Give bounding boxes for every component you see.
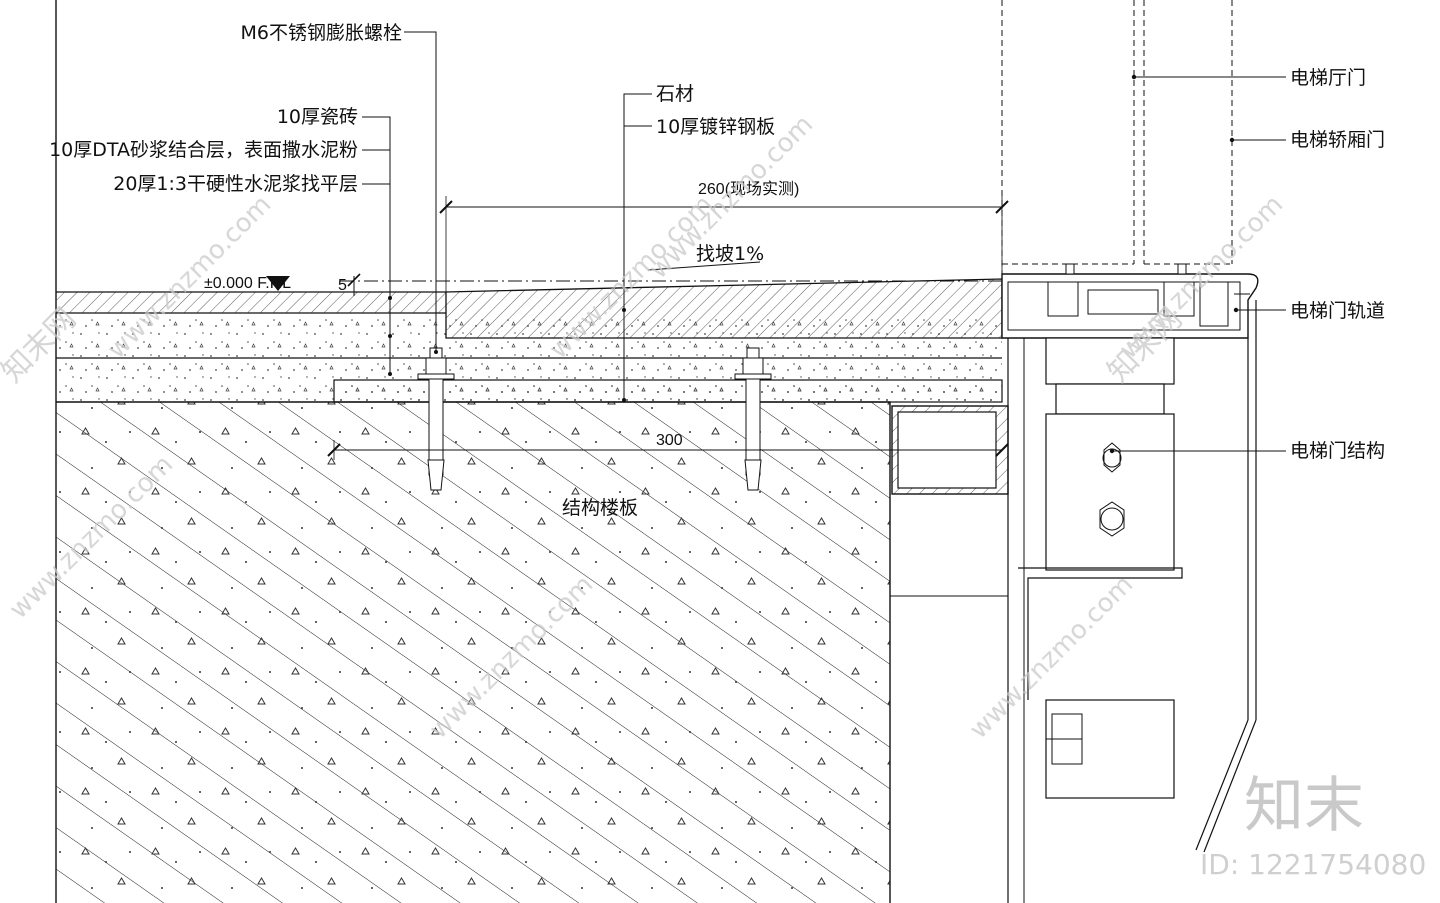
dimension-5-text: 5 bbox=[338, 277, 347, 294]
dimension-5 bbox=[347, 273, 361, 296]
elevator-door-track bbox=[1001, 273, 1259, 339]
hex-bolt-upper bbox=[1102, 442, 1122, 473]
label-hall-door: 电梯厅门 bbox=[1290, 67, 1366, 89]
label-door-track: 电梯门轨道 bbox=[1290, 300, 1385, 322]
label-leveling: 20厚1:3干硬性水泥浆找平层 bbox=[113, 173, 358, 195]
slope-arrow bbox=[647, 261, 761, 271]
label-mortar-bond: 10厚DTA砂浆结合层，表面撒水泥粉 bbox=[49, 139, 358, 161]
stone-threshold bbox=[445, 278, 1003, 339]
expansion-bolt-left bbox=[417, 347, 455, 491]
leader-dots bbox=[388, 74, 1239, 454]
dimension-260-text: 260(现场实测) bbox=[698, 180, 799, 198]
elevator-car-door bbox=[1143, 0, 1233, 275]
label-door-structure: 电梯门结构 bbox=[1290, 440, 1385, 462]
label-elevation: ±0.000 F.F.L bbox=[204, 275, 291, 292]
dimension-260 bbox=[439, 196, 1009, 292]
watermark-id: ID: 1221754080 bbox=[1200, 848, 1426, 881]
finish-floor-line bbox=[266, 276, 1002, 291]
elevator-hall-door bbox=[1001, 0, 1135, 275]
dimension-300-text: 300 bbox=[656, 432, 683, 449]
expansion-bolt-right bbox=[734, 347, 772, 491]
label-stone: 石材 bbox=[656, 83, 694, 105]
label-slope: 找坡1% bbox=[696, 243, 764, 265]
label-car-door: 电梯轿厢门 bbox=[1290, 129, 1385, 151]
watermark-logo: 知末 bbox=[1244, 771, 1364, 841]
label-structure-slab: 结构楼板 bbox=[562, 497, 638, 519]
label-steel-plate: 10厚镀锌钢板 bbox=[656, 116, 775, 138]
tile-layer bbox=[56, 291, 446, 313]
leader-lines bbox=[362, 31, 1286, 452]
label-tile: 10厚瓷砖 bbox=[277, 106, 358, 128]
label-bolt: M6不锈钢膨胀螺栓 bbox=[241, 22, 402, 44]
galvanized-steel-plate bbox=[333, 379, 1003, 403]
dimension-300 bbox=[327, 440, 1009, 460]
elevator-door-structure bbox=[890, 300, 1257, 903]
hex-bolt-lower bbox=[1099, 501, 1125, 537]
